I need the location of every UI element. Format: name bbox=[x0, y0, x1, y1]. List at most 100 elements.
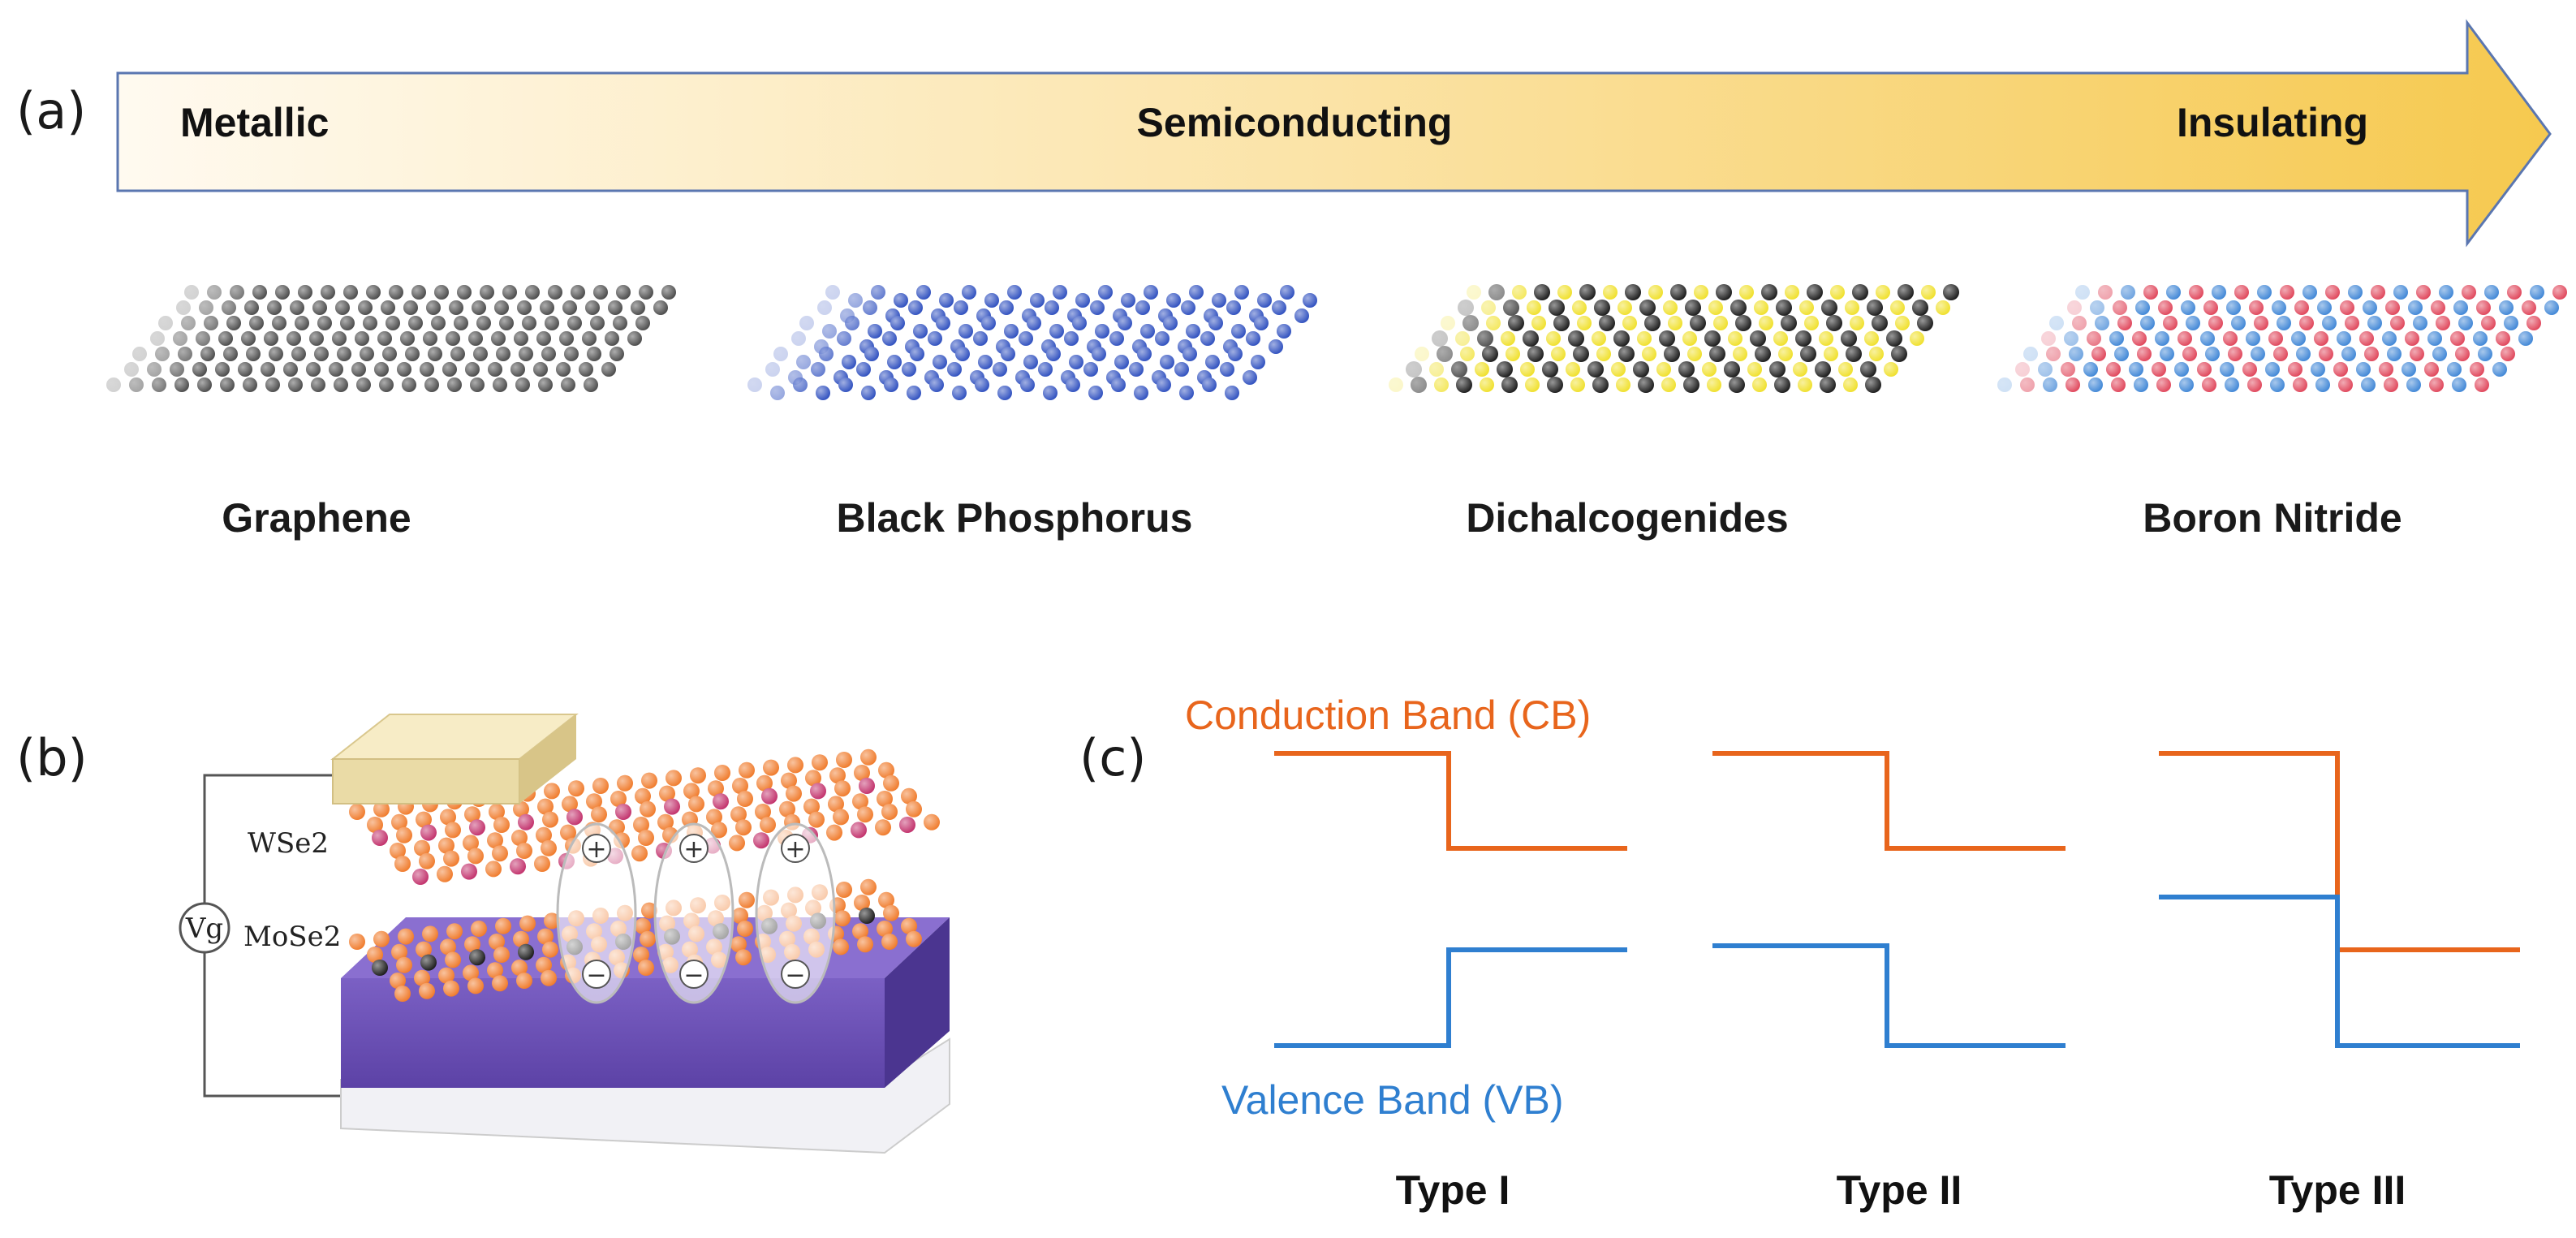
lattice-atom-highlight bbox=[416, 941, 432, 958]
atom-highlight bbox=[2109, 331, 2124, 346]
atom-highlight bbox=[2385, 300, 2400, 315]
atom-highlight bbox=[2317, 300, 2332, 315]
atom-highlight bbox=[2132, 331, 2147, 346]
atom-highlight bbox=[2182, 347, 2197, 361]
lattice-atom-highlight bbox=[461, 863, 477, 880]
atom-highlight bbox=[2371, 285, 2385, 300]
atom-highlight bbox=[2424, 362, 2439, 377]
atom-highlight bbox=[1910, 331, 1924, 346]
atom-highlight bbox=[1864, 331, 1879, 346]
atom-highlight bbox=[1824, 347, 1838, 361]
atom-highlight bbox=[424, 377, 439, 392]
lattice-atom-highlight bbox=[511, 960, 528, 976]
atom-highlight bbox=[1917, 315, 1933, 331]
atom-highlight bbox=[2470, 362, 2484, 377]
atom-highlight bbox=[2390, 316, 2405, 330]
atom-highlight bbox=[2333, 362, 2348, 377]
atom-highlight bbox=[283, 362, 298, 377]
atom-highlight bbox=[1661, 377, 1676, 392]
atom-highlight bbox=[587, 347, 601, 361]
atom-highlight bbox=[1272, 300, 1286, 315]
atom-highlight bbox=[1090, 300, 1105, 315]
type-ii-label: Type II bbox=[1837, 1167, 1962, 1213]
atom-highlight bbox=[2294, 300, 2309, 315]
atom-highlight bbox=[2280, 285, 2294, 300]
atom-highlight bbox=[1912, 300, 1928, 316]
atom-highlight bbox=[2197, 362, 2212, 377]
atom-highlight bbox=[196, 331, 210, 346]
atom-highlight bbox=[582, 331, 597, 346]
atom-highlight bbox=[1936, 300, 1950, 315]
atom-highlight bbox=[2436, 316, 2450, 330]
lattice-atom-highlight bbox=[518, 813, 534, 830]
lattice-atom-highlight bbox=[615, 804, 631, 820]
atom-highlight bbox=[2203, 300, 2218, 315]
atom-highlight bbox=[1551, 347, 1566, 361]
atom-highlight bbox=[1441, 316, 1455, 330]
atom-highlight bbox=[356, 377, 371, 392]
atom-highlight bbox=[173, 331, 187, 346]
atom-highlight bbox=[1546, 331, 1561, 346]
lattice-atom-highlight bbox=[633, 947, 649, 963]
atom-highlight bbox=[1225, 386, 1239, 400]
atom-highlight bbox=[491, 331, 506, 346]
atom-highlight bbox=[2023, 347, 2038, 361]
atom-highlight bbox=[842, 355, 856, 369]
atom-highlight bbox=[845, 316, 859, 330]
atom-highlight bbox=[1644, 315, 1661, 331]
atom-highlight bbox=[2251, 347, 2265, 361]
atom-highlight bbox=[267, 300, 282, 315]
atom-highlight bbox=[2450, 331, 2465, 346]
atom-highlight bbox=[1527, 346, 1544, 362]
atom-highlight bbox=[1280, 285, 1294, 300]
atom-highlight bbox=[2020, 377, 2035, 392]
atom-highlight bbox=[2226, 300, 2241, 315]
atom-highlight bbox=[1477, 330, 1493, 347]
atom-highlight bbox=[332, 331, 347, 346]
atom-highlight bbox=[1683, 377, 1699, 393]
lattice-atom-highlight bbox=[729, 835, 745, 852]
atom-highlight bbox=[952, 386, 967, 400]
lattice-atom-highlight bbox=[463, 835, 479, 852]
atom-highlight bbox=[1638, 377, 1654, 393]
lattice-atom-highlight bbox=[373, 800, 390, 817]
atom-highlight bbox=[1144, 285, 1158, 300]
conduction-band-label: Conduction Band (CB) bbox=[1185, 692, 1591, 738]
atom-highlight bbox=[1542, 361, 1558, 377]
atom-highlight bbox=[2496, 331, 2510, 346]
lattice-atom-highlight bbox=[690, 767, 706, 784]
atom-highlight bbox=[962, 285, 976, 300]
atom-highlight bbox=[309, 331, 324, 346]
lattice-atom-highlight bbox=[666, 770, 682, 787]
atom-highlight bbox=[1019, 331, 1033, 346]
substrate-side bbox=[885, 917, 950, 1088]
lattice-atom-highlight bbox=[396, 826, 412, 843]
atom-highlight bbox=[510, 362, 525, 377]
atom-highlight bbox=[1547, 377, 1563, 393]
atom-highlight bbox=[2064, 331, 2078, 346]
atom-highlight bbox=[1639, 300, 1656, 316]
atom-highlight bbox=[124, 362, 139, 377]
atom-highlight bbox=[1713, 316, 1728, 330]
atom-highlight bbox=[246, 347, 261, 361]
lattice-atom-highlight bbox=[467, 977, 484, 994]
atom-highlight bbox=[2325, 285, 2340, 300]
atom-highlight bbox=[2113, 300, 2127, 315]
atom-highlight bbox=[1460, 347, 1475, 361]
lattice-atom-highlight bbox=[487, 832, 503, 849]
atom-highlight bbox=[312, 300, 327, 315]
atom-highlight bbox=[2046, 347, 2061, 361]
atom-highlight bbox=[1163, 316, 1178, 330]
atom-highlight bbox=[2315, 377, 2330, 392]
atom-highlight bbox=[446, 331, 460, 346]
lattice-atom-highlight bbox=[464, 936, 480, 953]
atom-highlight bbox=[1592, 377, 1609, 393]
atom-highlight bbox=[1135, 300, 1150, 315]
atom-highlight bbox=[218, 331, 233, 346]
atom-highlight bbox=[2270, 377, 2285, 392]
atom-highlight bbox=[1611, 362, 1626, 377]
lattice-atom-highlight bbox=[487, 962, 503, 979]
atom-highlight bbox=[1277, 324, 1291, 339]
lattice-atom-highlight bbox=[860, 878, 877, 895]
atom-highlight bbox=[220, 377, 235, 392]
